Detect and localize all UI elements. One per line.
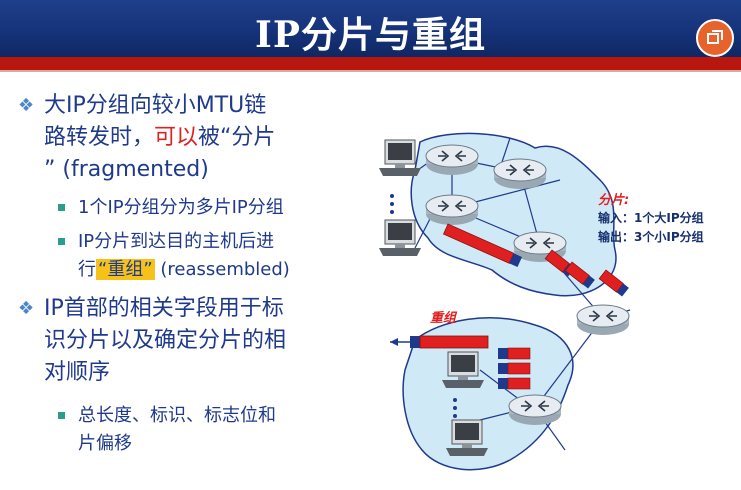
title-stripe-thin	[0, 70, 741, 72]
sub-bullet-text: 1个IP分组分为多片IP分组	[78, 197, 284, 218]
square-bullet-icon	[58, 238, 65, 245]
output-label: 输出：3个小IP分组	[598, 229, 704, 244]
host-computer-icon	[378, 139, 422, 177]
bullet-text: 大IP分组向较小MTU链	[44, 93, 267, 118]
router-icon	[425, 144, 479, 176]
fragments-out	[544, 249, 629, 297]
bullet-text: IP首部的相关字段用于标	[44, 296, 284, 321]
bullet-emphasis-red: 可以	[154, 125, 199, 150]
reassembled-datagram	[390, 335, 489, 349]
network-cloud-bottom	[402, 317, 574, 471]
reassemble-label: 重组	[430, 310, 458, 326]
host-computer-icon	[445, 419, 489, 457]
sub-bullet-reassemble: IP分片到达目的主机后进 行“重组” (reassembled)	[58, 228, 290, 284]
title-bar	[0, 0, 741, 57]
diamond-bullet-icon: ❖	[18, 298, 35, 319]
router-icon	[493, 158, 547, 190]
sub-bullet-fields: 总长度、标识、标志位和 片偏移	[58, 402, 276, 458]
highlight-reassemble: “重组”	[96, 259, 155, 280]
large-datagram	[442, 223, 522, 267]
host-computer-icon	[378, 219, 422, 257]
bullet-text: 识分片以及确定分片的相	[44, 328, 287, 353]
sub-bullet-text: 总长度、标识、标志位和	[78, 405, 276, 426]
bullet-text: 路转发时，	[44, 125, 155, 150]
fragmentation-diagram: 分片: 输入：1个大IP分组 输出：3个小IP分组 重组	[378, 132, 704, 471]
router-icon	[576, 304, 630, 336]
ellipsis-dots	[390, 194, 457, 418]
bullet-text: 被“分片	[198, 125, 276, 150]
fragment-label: 分片:	[598, 192, 629, 208]
router-icon	[425, 194, 479, 226]
host-computer-icon	[441, 351, 485, 389]
sub-bullet-text: IP分片到达目的主机后进	[78, 231, 275, 252]
sub-bullet-text: (reassembled)	[154, 259, 290, 280]
bullet-header-fields: ❖ IP首部的相关字段用于标 识分片以及确定分片的相 对顺序	[18, 293, 286, 389]
router-icon	[508, 394, 562, 426]
sub-bullet-text: 行	[78, 259, 96, 280]
square-bullet-icon	[58, 412, 65, 419]
sub-bullet-split: 1个IP分组分为多片IP分组	[58, 194, 284, 222]
square-bullet-icon	[58, 204, 65, 211]
orange-circle-logo-icon	[696, 19, 734, 57]
fragments-stack	[498, 347, 531, 390]
title-stripe	[0, 57, 741, 70]
bullet-fragmentation: ❖ 大IP分组向较小MTU链 路转发时，可以被“分片 ” (fragmented…	[18, 90, 275, 186]
page-title: IP分片与重组	[255, 14, 486, 56]
diamond-bullet-icon: ❖	[18, 95, 35, 116]
bullet-text: 对顺序	[44, 360, 111, 385]
input-label: 输入：1个大IP分组	[598, 210, 704, 225]
sub-bullet-text: 片偏移	[78, 433, 132, 454]
bullet-text: ” (fragmented)	[44, 157, 209, 182]
